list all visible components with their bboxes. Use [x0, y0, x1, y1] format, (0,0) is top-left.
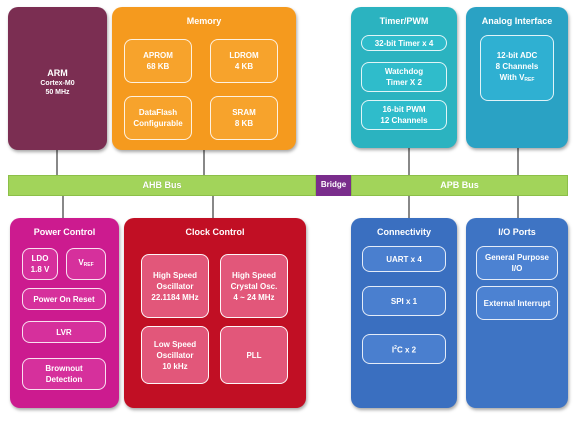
apb-bus: APB Bus: [351, 175, 568, 196]
analog-title: Analog Interface: [481, 16, 553, 26]
pll-box: PLL: [220, 326, 288, 384]
lvr-box: LVR: [22, 321, 106, 343]
timer-title: Timer/PWM: [379, 16, 429, 26]
arm-block: ARM Cortex-M0 50 MHz: [8, 7, 107, 150]
ahb-bus: AHB Bus: [8, 175, 316, 196]
por-box: Power On Reset: [22, 288, 106, 310]
connectivity-block: Connectivity UART x 4 SPI x 1 I2C x 2: [351, 218, 457, 408]
apb-bus-label: APB Bus: [440, 180, 479, 190]
arm-connector: [56, 150, 58, 175]
adc-box: 12-bit ADC 8 Channels With VREF: [480, 35, 554, 101]
bridge-label: Bridge: [320, 180, 347, 189]
ext-int-box: External Interrupt: [476, 286, 558, 320]
analog-block: Analog Interface 12-bit ADC 8 Channels W…: [466, 7, 568, 148]
timer32-box: 32-bit Timer x 4: [361, 35, 447, 51]
arm-title: ARM: [47, 68, 68, 78]
spi-box: SPI x 1: [362, 286, 446, 316]
timer-connector: [408, 148, 410, 175]
io-title: I/O Ports: [498, 227, 536, 237]
connectivity-title: Connectivity: [376, 227, 431, 237]
power-title: Power Control: [33, 227, 96, 237]
arm-freq: 50 MHz: [45, 89, 70, 96]
ahb-bus-label: AHB Bus: [142, 180, 182, 190]
analog-connector: [517, 148, 519, 175]
memory-title: Memory: [186, 16, 222, 26]
bridge-block: Bridge: [316, 175, 351, 196]
io-connector: [517, 196, 519, 218]
memory-connector: [203, 150, 205, 175]
connectivity-connector: [408, 196, 410, 218]
clock-title: Clock Control: [185, 227, 245, 237]
arm-core: Cortex-M0: [40, 80, 75, 87]
power-connector: [62, 196, 64, 218]
i2c-box: I2C x 2: [362, 334, 446, 364]
clock-connector: [212, 196, 214, 218]
uart-box: UART x 4: [362, 246, 446, 272]
vref-box: VREF: [66, 248, 106, 280]
